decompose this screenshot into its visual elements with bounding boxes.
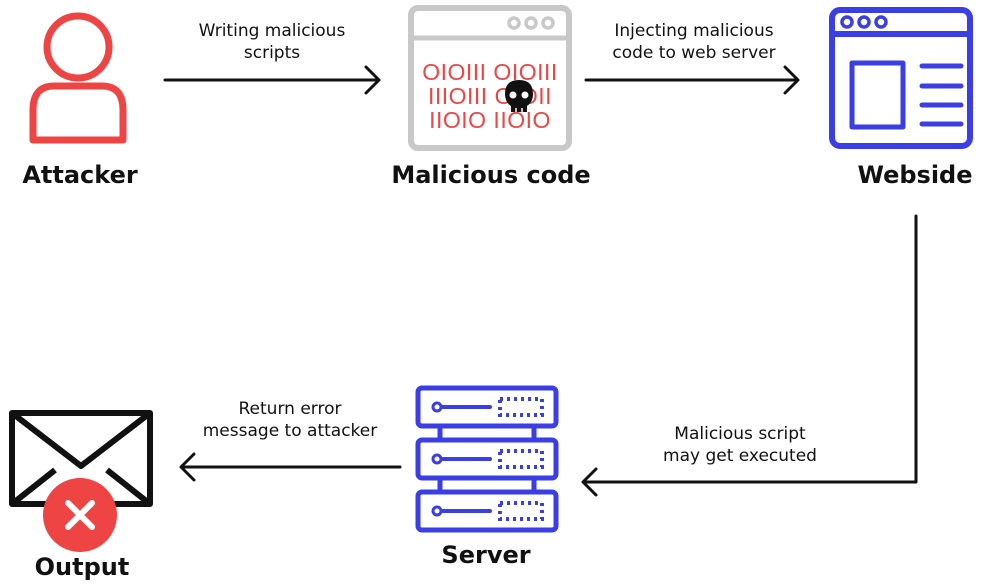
arrow-server-to-output	[179, 452, 402, 482]
server-rack-icon	[415, 385, 559, 533]
edge-label-line: Injecting malicious	[614, 21, 774, 41]
attacker-person-icon	[29, 12, 127, 144]
binary-line: IIIOIII OIOII	[428, 83, 552, 109]
window-dots	[840, 15, 888, 29]
malicious-code-window-icon: OIOIII OIOIII IIIOIII OIOII IIOIO IIOIO	[408, 5, 572, 151]
edge-label-injecting-code: Injecting malicious code to web server	[592, 20, 796, 64]
edge-label-line: Writing malicious	[198, 21, 346, 41]
website-window-icon	[829, 7, 973, 149]
node-label-attacker: Attacker	[22, 161, 138, 189]
arrow-webside-to-server	[581, 214, 918, 497]
node-label-malicious-code: Malicious code	[391, 161, 591, 189]
binary-line: IIOIO IIOIO	[429, 107, 551, 133]
edge-label-line: scripts	[243, 43, 301, 63]
edge-label-line: code to web server	[612, 43, 776, 63]
node-label-output: Output	[34, 553, 130, 581]
edge-label-line: Return error	[238, 399, 342, 419]
edge-label-line: Malicious script	[674, 424, 806, 444]
edge-label-line: may get executed	[663, 446, 817, 466]
binary-line: OIOIII OIOIII	[422, 59, 558, 85]
node-label-server: Server	[441, 541, 531, 569]
edge-label-script-executed: Malicious script may get executed	[640, 423, 840, 467]
edge-label-writing-scripts: Writing malicious scripts	[172, 20, 372, 64]
envelope-error-icon	[9, 410, 153, 552]
server-vent-dots	[498, 397, 544, 521]
node-label-webside: Webside	[857, 161, 973, 189]
arrow-attacker-to-code	[163, 65, 381, 95]
arrow-code-to-webside	[584, 65, 800, 95]
edge-label-line: message to attacker	[202, 421, 378, 441]
edge-label-return-error: Return error message to attacker	[190, 398, 390, 442]
skull-icon	[505, 80, 533, 112]
